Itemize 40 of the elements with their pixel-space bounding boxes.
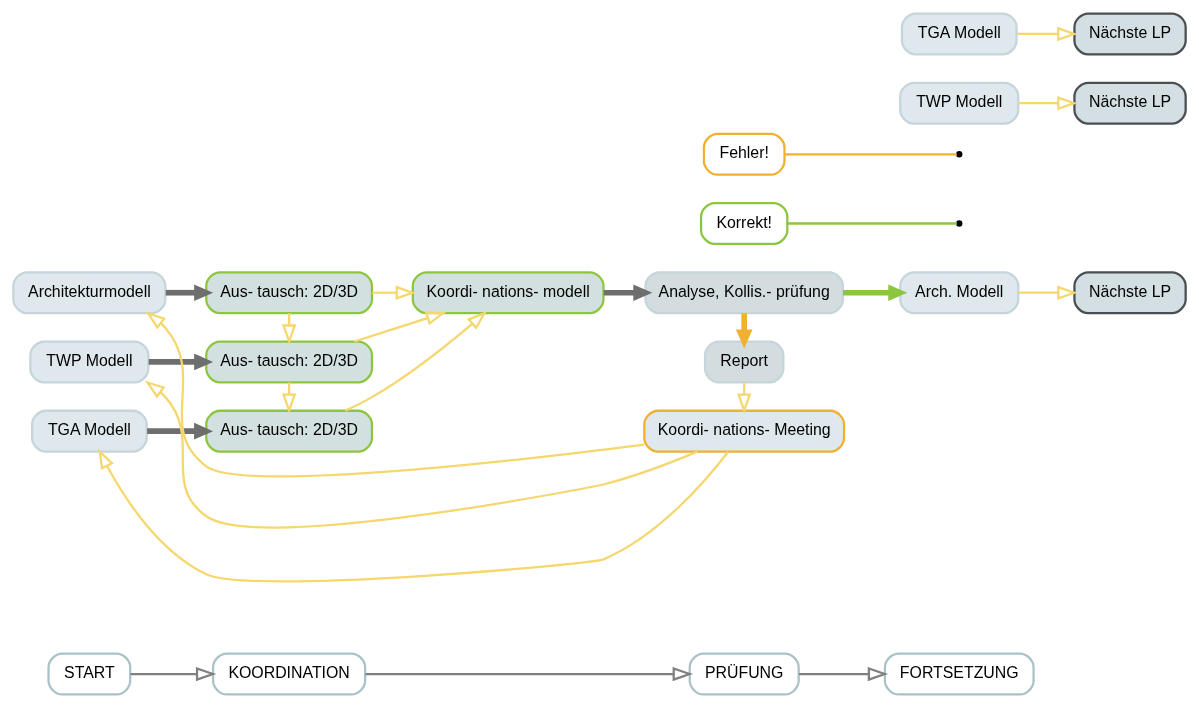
node-box: Architekturmodell (12, 270, 167, 314)
arrow (372, 285, 416, 300)
arrow (365, 666, 694, 681)
arrow (344, 310, 488, 412)
arrow (354, 311, 447, 343)
node-box: PRÜFUNG (688, 651, 800, 696)
node-box: Nächste LP (1073, 270, 1187, 314)
arrow (799, 666, 889, 681)
connector (787, 221, 957, 225)
arrow (735, 312, 753, 348)
node-box: Koordi- nations- modell (411, 270, 605, 314)
node-box: Aus- tausch: 2D/3D (205, 409, 374, 453)
node-box: TWP Modell (899, 81, 1020, 125)
arrow (1018, 95, 1078, 110)
node-box: Korrekt! (699, 201, 789, 245)
node-box: Koordi- nations- Meeting (643, 409, 846, 453)
arrow (130, 666, 217, 681)
node-box: TWP Modell (29, 339, 150, 383)
arrow (1018, 285, 1078, 300)
node-box: Nächste LP (1073, 81, 1187, 125)
node-box: Report (703, 339, 785, 383)
node-box: KOORDINATION (211, 651, 367, 696)
arrow (843, 283, 908, 301)
arrow (147, 422, 214, 439)
node-box: TGA Modell (30, 409, 148, 453)
arrow (603, 283, 653, 301)
node-box: Aus- tausch: 2D/3D (205, 270, 374, 314)
node-box: Analyse, Kollis.- prüfung (644, 270, 845, 314)
node-box: Arch. Modell (899, 270, 1020, 314)
arrow (1016, 26, 1078, 41)
node-box: START (47, 651, 132, 696)
node-box: Aus- tausch: 2D/3D (205, 339, 374, 383)
node-box: FORTSETZUNG (883, 651, 1035, 696)
arrow (165, 283, 214, 301)
connector (784, 152, 957, 155)
arrow (148, 353, 214, 370)
node-box: TGA Modell (900, 11, 1018, 56)
arrow (98, 448, 730, 582)
node-box: Fehler! (702, 132, 786, 176)
node-box: Nächste LP (1073, 11, 1187, 56)
